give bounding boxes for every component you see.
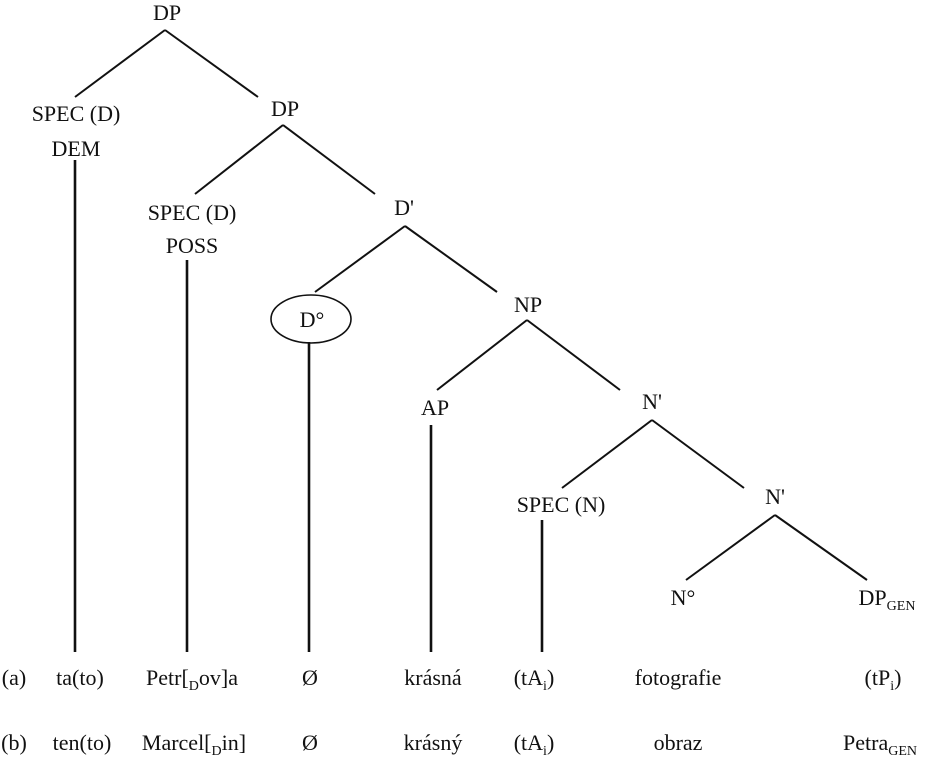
- node-dp-root: DP: [153, 0, 181, 25]
- node-n-bar-1: N': [642, 389, 662, 414]
- row-b-noun: obraz: [654, 730, 703, 755]
- row-a-spec-n: (tAi): [514, 665, 555, 694]
- row-b-poss: Marcel[Din]: [142, 730, 246, 759]
- branch-nbar2-to-nhead: [685, 514, 776, 581]
- row-a-poss-pre: Petr[: [146, 665, 189, 690]
- row-a-spec-n-close: ): [547, 665, 554, 690]
- branch-np-to-ap: [436, 319, 528, 391]
- row-a-gen-base: (tP: [865, 665, 891, 690]
- node-spec-d-dem: SPEC (D): [32, 101, 121, 126]
- branch-dbar-to-np: [404, 225, 498, 293]
- row-b-adj: krásný: [404, 730, 463, 755]
- node-ap: AP: [421, 395, 449, 420]
- branch-nbar1-to-nbar2: [651, 419, 745, 489]
- node-dp-inner: DP: [271, 96, 299, 121]
- tree-branches: [74, 29, 868, 581]
- branch-dp-to-dp-inner: [164, 29, 259, 98]
- row-b-spec-n-close: ): [547, 730, 554, 755]
- row-b-spec-n-subscript: i: [543, 744, 547, 759]
- row-b-gen-subscript: GEN: [888, 744, 917, 759]
- row-b-poss-subscript: D: [212, 744, 222, 759]
- terminal-row-b: (b) ten(to) Marcel[Din] Ø krásný (tAi) o…: [1, 730, 917, 759]
- row-b-poss-post: in]: [222, 730, 246, 755]
- node-dp-gen: DPGEN: [859, 585, 916, 614]
- row-b-label: (b): [1, 730, 27, 755]
- row-a-gen-close: ): [894, 665, 901, 690]
- row-a-spec-n-subscript: i: [543, 679, 547, 694]
- row-a-spec-n-base: (tA: [514, 665, 543, 690]
- tree-nodes: DP SPEC (D) DEM DP SPEC (D) POSS D' D° N…: [32, 0, 916, 614]
- terminal-row-a: (a) ta(to) Petr[Dov]a Ø krásná (tAi) fot…: [2, 665, 902, 694]
- row-b-d-head: Ø: [302, 730, 318, 755]
- branch-nbar2-to-dpgen: [774, 514, 868, 581]
- row-a-gen-subscript: i: [890, 679, 894, 694]
- row-a-dem: ta(to): [56, 665, 104, 690]
- branch-dp-to-spec-dem: [74, 29, 166, 98]
- row-a-poss-post: ov]a: [199, 665, 238, 690]
- node-dp-gen-base: DP: [859, 585, 887, 610]
- row-a-noun: fotografie: [635, 665, 722, 690]
- node-spec-d-poss: SPEC (D): [148, 200, 237, 225]
- row-b-gen: PetraGEN: [843, 730, 917, 759]
- branch-dp-inner-to-dbar: [282, 124, 376, 195]
- row-b-spec-n: (tAi): [514, 730, 555, 759]
- node-poss: POSS: [166, 233, 219, 258]
- node-n-bar-2: N': [765, 484, 785, 509]
- row-a-label: (a): [2, 665, 26, 690]
- row-a-adj: krásná: [404, 665, 462, 690]
- row-a-d-head: Ø: [302, 665, 318, 690]
- row-a-poss: Petr[Dov]a: [146, 665, 238, 694]
- node-dem: DEM: [52, 136, 101, 161]
- node-n-head: N°: [671, 585, 696, 610]
- node-spec-n: SPEC (N): [517, 492, 606, 517]
- row-b-spec-n-base: (tA: [514, 730, 543, 755]
- row-b-poss-pre: Marcel[: [142, 730, 212, 755]
- node-np: NP: [514, 292, 542, 317]
- node-d-bar: D': [394, 195, 414, 220]
- branch-dp-inner-to-spec-poss: [194, 124, 284, 195]
- terminal-drops: [73, 160, 544, 652]
- row-a-gen: (tPi): [865, 665, 902, 694]
- branch-dbar-to-dhead: [314, 225, 406, 293]
- branch-nbar1-to-spec-n: [561, 419, 653, 489]
- d-head-circle: [270, 294, 352, 344]
- branch-np-to-nbar1: [526, 319, 621, 391]
- node-dp-gen-subscript: GEN: [887, 599, 916, 614]
- row-b-dem: ten(to): [53, 730, 112, 755]
- row-a-poss-subscript: D: [189, 679, 199, 694]
- node-d-head: D°: [300, 307, 325, 332]
- row-b-gen-base: Petra: [843, 730, 888, 755]
